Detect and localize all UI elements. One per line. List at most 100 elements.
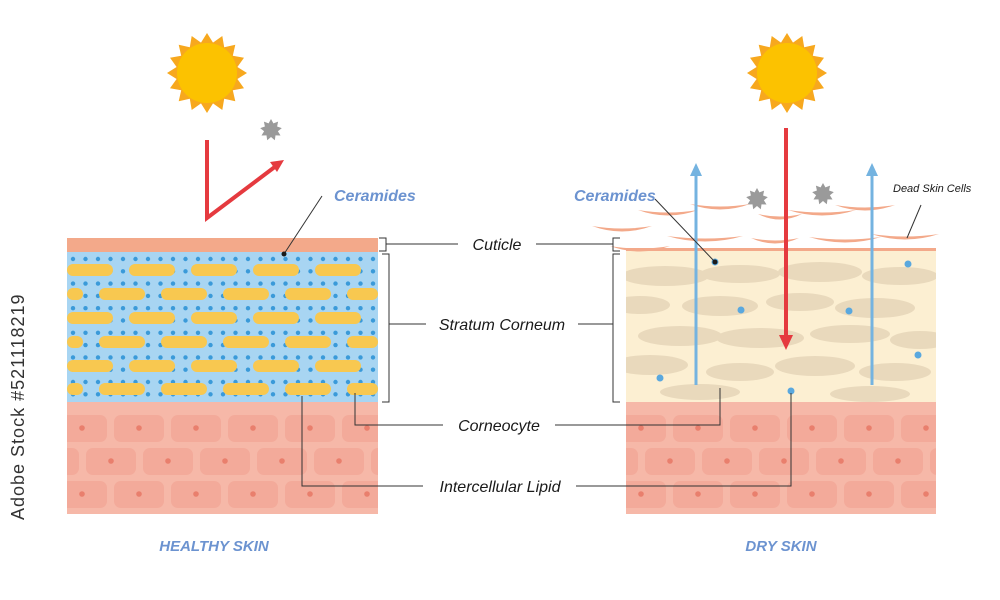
dry-corneocyte bbox=[660, 384, 740, 400]
lipid-dot bbox=[170, 330, 176, 335]
lipid-dot bbox=[220, 355, 226, 360]
lipid-dot bbox=[270, 355, 276, 360]
ceramide-dot bbox=[737, 306, 745, 314]
lipid-dot bbox=[120, 269, 126, 274]
corneocyte-brick bbox=[253, 360, 299, 372]
corneocyte-brick bbox=[161, 336, 207, 348]
lipid-dot bbox=[95, 392, 101, 397]
lipid-dot bbox=[358, 330, 363, 335]
dermis-cells-dry bbox=[610, 415, 936, 508]
lipid-dot bbox=[108, 330, 113, 335]
lipid-dot bbox=[83, 330, 88, 335]
sun-icon-right bbox=[747, 33, 827, 113]
cell-nucleus bbox=[923, 425, 929, 431]
lipid-matrix-healthy bbox=[67, 252, 378, 402]
healthy-skin-panel: HEALTHY SKIN bbox=[67, 33, 378, 555]
uv-reflected-arrow bbox=[205, 140, 284, 223]
lipid-dot bbox=[370, 269, 376, 274]
lipid-dot bbox=[183, 355, 188, 360]
lipid-dot bbox=[208, 392, 213, 397]
dry-corneocyte bbox=[778, 262, 862, 282]
cell-nucleus bbox=[279, 458, 285, 464]
ceramides-label-right: Ceramides bbox=[574, 188, 656, 205]
lipid-dot bbox=[333, 281, 338, 286]
lipid-dot bbox=[145, 330, 151, 335]
dry-corneocyte bbox=[626, 355, 688, 375]
corneocyte-brick bbox=[191, 312, 237, 324]
dead-skin-flake bbox=[592, 226, 652, 232]
cuticle-label: Cuticle bbox=[473, 237, 522, 254]
uv-penetrating-arrow bbox=[779, 128, 793, 350]
cell-nucleus bbox=[193, 491, 199, 497]
lipid-dot bbox=[245, 281, 251, 286]
dead-skin-cell-flakes bbox=[592, 204, 939, 252]
lipid-dot bbox=[133, 355, 138, 360]
lipid-dot bbox=[220, 379, 226, 385]
corneocyte-brick bbox=[191, 264, 237, 276]
moisture-loss-arrow-2 bbox=[866, 163, 878, 385]
lipid-dot bbox=[283, 281, 288, 286]
stock-id: #521118219 bbox=[8, 293, 28, 401]
lipid-dot bbox=[208, 293, 213, 299]
lipid-dot bbox=[158, 281, 163, 286]
lipid-dot bbox=[345, 281, 351, 286]
cell-nucleus bbox=[809, 425, 815, 431]
cuticle-layer-healthy bbox=[67, 238, 378, 252]
lipid-dot bbox=[220, 281, 226, 286]
lipid-dot bbox=[145, 293, 151, 299]
dry-corneocyte bbox=[890, 331, 936, 349]
lipid-dot bbox=[120, 318, 126, 323]
lipid-dot bbox=[233, 256, 238, 262]
lipid-dot bbox=[145, 256, 151, 262]
cell-nucleus bbox=[364, 491, 370, 497]
lipid-dot bbox=[120, 367, 126, 372]
moisture-loss-arrow-1 bbox=[690, 163, 702, 385]
corneocyte-brick bbox=[129, 360, 175, 372]
lipid-dot bbox=[170, 281, 176, 286]
cell-nucleus bbox=[866, 491, 872, 497]
corneocyte-brick bbox=[67, 383, 83, 395]
corneocyte-brick bbox=[285, 383, 331, 395]
lipid-dot bbox=[370, 318, 376, 323]
lipid-dot bbox=[120, 330, 126, 335]
lipid-dot bbox=[83, 392, 88, 397]
dermis-cell bbox=[930, 448, 936, 475]
lipid-dot bbox=[295, 281, 301, 286]
lipid-dot bbox=[320, 355, 326, 360]
lipid-dot bbox=[108, 306, 113, 311]
lipid-dot bbox=[245, 318, 251, 323]
corneocyte-brick bbox=[253, 264, 299, 276]
lipid-dot bbox=[70, 330, 76, 335]
dead-skin-flake bbox=[871, 234, 939, 240]
lipid-dot bbox=[270, 392, 276, 397]
corneocyte-brick bbox=[223, 336, 269, 348]
lipid-dot bbox=[295, 256, 301, 262]
dry-corneocyte bbox=[626, 296, 670, 314]
corneocyte-brick bbox=[285, 288, 331, 300]
ceramide-dot bbox=[845, 307, 853, 315]
lipid-dot bbox=[233, 306, 238, 311]
dry-corneocyte bbox=[830, 386, 910, 402]
lipid-dot bbox=[233, 355, 238, 360]
lipid-dot bbox=[258, 330, 263, 335]
lipid-dot bbox=[245, 330, 251, 335]
lipid-dot bbox=[70, 306, 76, 311]
lipid-dot bbox=[145, 342, 151, 348]
cell-nucleus bbox=[610, 458, 616, 464]
lipid-dot bbox=[95, 256, 101, 262]
lipid-dot bbox=[233, 281, 238, 286]
cell-nucleus bbox=[250, 491, 256, 497]
stock-brand: Adobe Stock bbox=[8, 406, 28, 520]
lipid-dot bbox=[183, 367, 188, 372]
lipid-dot bbox=[258, 281, 263, 286]
lipid-dot bbox=[333, 355, 338, 360]
lipid-dot bbox=[333, 342, 338, 348]
lipid-dot bbox=[195, 281, 201, 286]
dry-skin-label: DRY SKIN bbox=[745, 538, 817, 555]
dermis-cell bbox=[626, 448, 638, 475]
lipid-dot bbox=[270, 342, 276, 348]
cell-nucleus bbox=[364, 425, 370, 431]
lipid-dot bbox=[245, 367, 251, 372]
lipid-dot bbox=[333, 379, 338, 385]
lipid-dot bbox=[170, 256, 176, 262]
